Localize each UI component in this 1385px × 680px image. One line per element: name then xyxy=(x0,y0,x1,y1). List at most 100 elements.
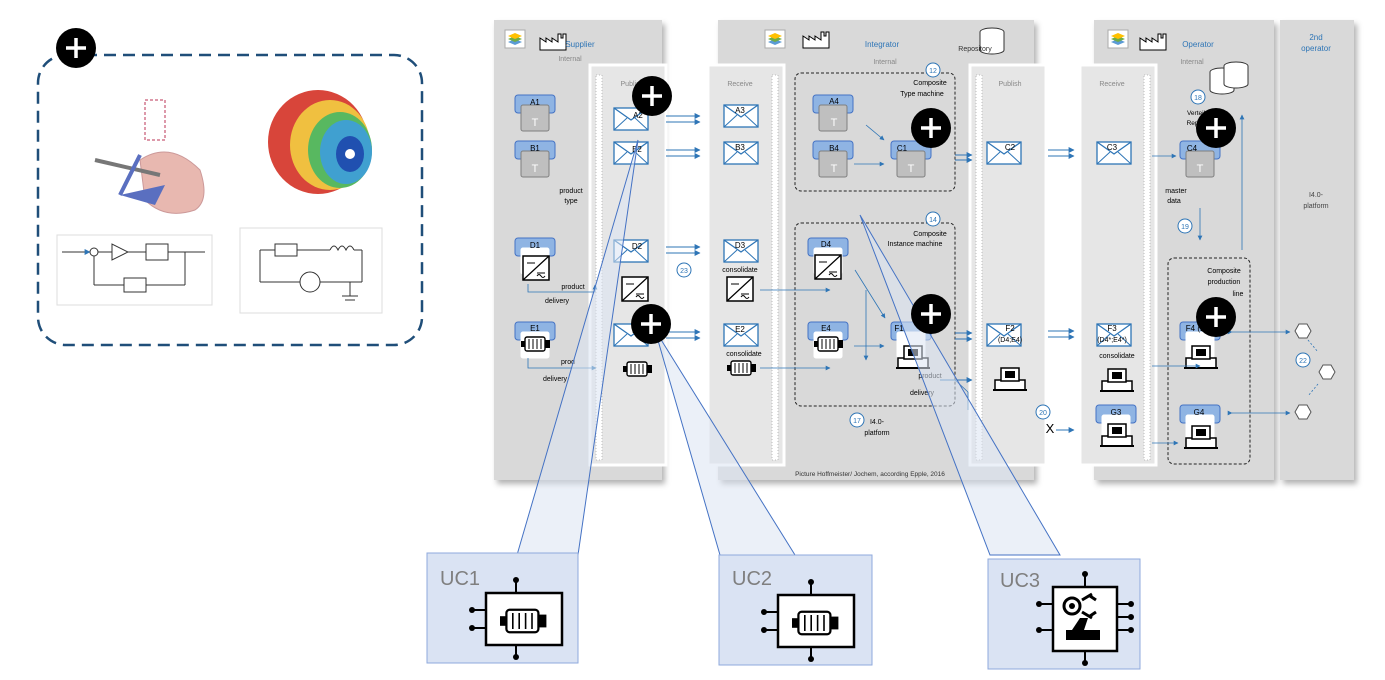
asset-b1: B1T xyxy=(514,140,556,178)
svg-text:T: T xyxy=(532,117,539,129)
asset-a1: A1T xyxy=(514,94,556,132)
plus-icon xyxy=(1194,295,1238,339)
composite-type-box xyxy=(794,72,956,192)
uc1-box: UC1 xyxy=(426,552,579,664)
composite-production-box xyxy=(1167,257,1251,465)
svg-text:D2: D2 xyxy=(632,242,643,251)
consolidate-label-2: consolidate xyxy=(726,351,762,358)
plus-icon xyxy=(630,74,674,118)
svg-text:A1: A1 xyxy=(530,98,540,107)
svg-text:D4: D4 xyxy=(821,240,832,249)
uc3-label: UC3 xyxy=(1000,570,1040,592)
supplier-internal-label: Internal xyxy=(558,56,582,63)
svg-text:T: T xyxy=(831,117,838,129)
message-f2: F2 (D4;E4) xyxy=(986,323,1022,347)
asset-e1: E1 xyxy=(514,321,556,359)
message-c3: C3 xyxy=(1096,141,1132,165)
svg-text:(D4;E4): (D4;E4) xyxy=(998,337,1022,344)
svg-text:T: T xyxy=(532,163,539,175)
svg-text:T: T xyxy=(831,163,838,175)
hexagon-node xyxy=(1318,364,1336,380)
layers-icon xyxy=(764,29,786,49)
integrator-title: Integrator xyxy=(865,40,900,49)
plus-icon xyxy=(909,106,953,150)
asset-e4: E4 xyxy=(807,321,849,359)
message-a3: A3 xyxy=(723,104,759,128)
operator-title: Operator xyxy=(1182,40,1214,49)
second-operator-lane xyxy=(1280,20,1354,480)
badge-17: 17 xyxy=(849,412,865,428)
svg-text:B4: B4 xyxy=(829,144,839,153)
badge-23: 23 xyxy=(676,262,692,278)
badge-12: 12 xyxy=(925,62,941,78)
asset-b4: B4T xyxy=(812,140,854,178)
message-a2: A2 xyxy=(613,107,649,131)
uc3-box: UC3 xyxy=(987,558,1141,670)
asset-g3: G3 xyxy=(1095,404,1137,447)
consolidate-label-3: consolidate xyxy=(1099,353,1135,360)
composite-production-label-3: line xyxy=(1233,291,1244,298)
svg-text:F3: F3 xyxy=(1107,324,1117,333)
layers-icon xyxy=(1107,29,1129,49)
badge-22: 22 xyxy=(1295,352,1311,368)
svg-text:D3: D3 xyxy=(735,241,746,250)
composite-type-label-2: Type machine xyxy=(900,91,944,98)
product-delivery-label-2: delivery xyxy=(545,298,570,305)
composite-instance-label-1: Composite xyxy=(913,231,947,238)
asset-f4: F4 (D4 xyxy=(1179,321,1221,369)
publish-column-1-title: Publish xyxy=(621,81,644,88)
badge-20: 20 xyxy=(1035,404,1051,420)
svg-text:C3: C3 xyxy=(1107,143,1118,152)
uc2-label: UC2 xyxy=(732,568,772,590)
asset-a4: A4T xyxy=(812,94,854,132)
integrator-internal-label: Internal xyxy=(873,59,897,66)
second-platform-label-2: platform xyxy=(1303,203,1328,210)
svg-text:C4: C4 xyxy=(1187,144,1198,153)
svg-text:18: 18 xyxy=(1194,95,1202,102)
second-platform-label-1: I4.0- xyxy=(1309,192,1324,199)
asset-g4: G4 xyxy=(1179,404,1221,449)
composite-type-label-1: Composite xyxy=(913,80,947,87)
message-b3: B3 xyxy=(723,141,759,165)
uc1-label: UC1 xyxy=(440,568,480,590)
svg-text:B3: B3 xyxy=(735,143,745,152)
svg-text:T: T xyxy=(1197,163,1204,175)
master-data-label-2: data xyxy=(1167,198,1181,205)
uc2-box: UC2 xyxy=(718,554,873,666)
svg-text:19: 19 xyxy=(1181,224,1189,231)
asset-d1: D1 xyxy=(514,237,556,281)
block-diagram-image xyxy=(56,234,213,306)
svg-text:F2: F2 xyxy=(1005,324,1015,333)
asset-c1: C1T xyxy=(890,140,932,178)
svg-text:G4: G4 xyxy=(1194,408,1205,417)
composite-production-label-1: Composite xyxy=(1207,268,1241,275)
converter-icon xyxy=(726,276,754,302)
hexagon-node xyxy=(1294,323,1312,339)
svg-text:G3: G3 xyxy=(1111,408,1122,417)
consolidate-label-1: consolidate xyxy=(722,267,758,274)
second-operator-title-1: 2nd xyxy=(1309,33,1322,42)
publish-column-2-title: Publish xyxy=(999,81,1022,88)
svg-text:12: 12 xyxy=(929,68,937,75)
svg-text:17: 17 xyxy=(853,418,861,425)
svg-text:F4 (D4: F4 (D4 xyxy=(1186,324,1211,333)
svg-text:A3: A3 xyxy=(735,106,745,115)
badge-19: 19 xyxy=(1177,218,1193,234)
database-icon xyxy=(1223,61,1249,89)
product-delivery-label-1: product xyxy=(561,284,584,291)
platform-label-1: I4.0- xyxy=(870,419,885,426)
svg-text:B1: B1 xyxy=(530,144,540,153)
uc3-callout-wedge xyxy=(859,214,1061,556)
plus-icon xyxy=(909,292,953,336)
product-type-label-2: type xyxy=(564,198,577,205)
operator-internal-label: Internal xyxy=(1180,59,1204,66)
verteilt-label-2: Repos xyxy=(1187,120,1207,127)
receive-column-1-title: Receive xyxy=(727,81,752,88)
svg-text:A2: A2 xyxy=(633,111,643,120)
publish-column-1 xyxy=(588,63,668,467)
receive-column-2 xyxy=(1078,63,1158,467)
repository-label: Repository xyxy=(958,46,992,53)
receive-column-1 xyxy=(706,63,786,467)
svg-text:A4: A4 xyxy=(829,97,839,106)
supplier-title: Supplier xyxy=(565,40,595,49)
